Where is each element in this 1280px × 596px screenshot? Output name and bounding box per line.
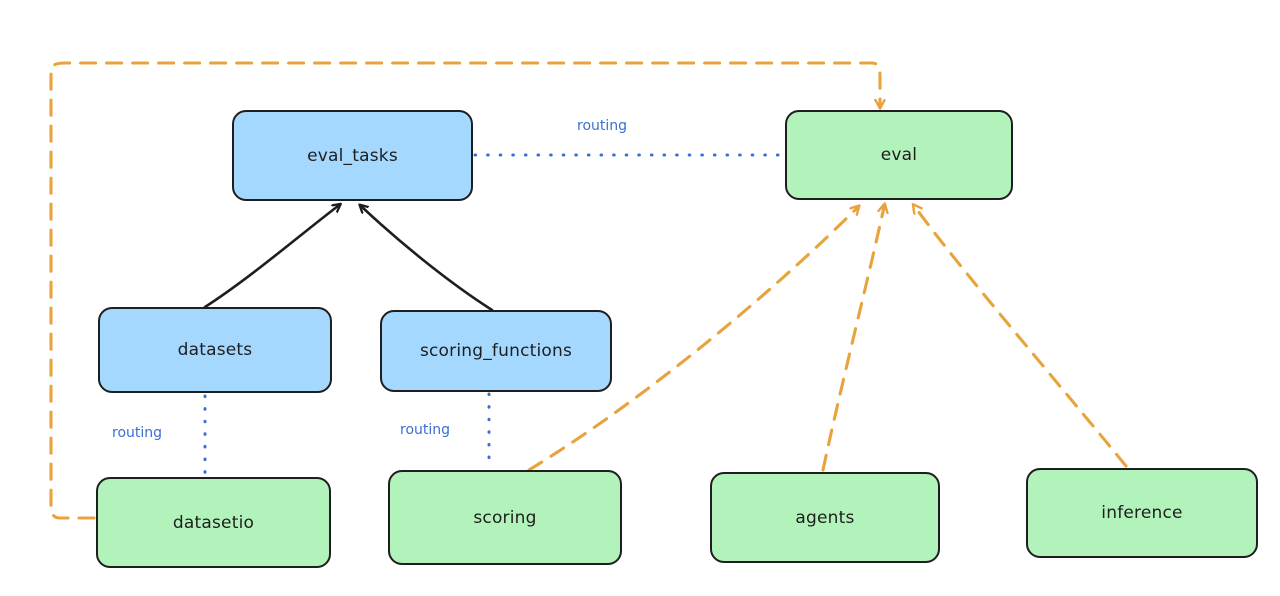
- node-label-datasetio: datasetio: [172, 512, 255, 533]
- node-inference[interactable]: inference: [1026, 468, 1258, 558]
- edge-scoring-functions-to-eval-tasks: [362, 207, 494, 312]
- node-label-datasets: datasets: [177, 340, 253, 360]
- node-label-scoring: scoring: [473, 507, 537, 528]
- edge-inference-to-eval: [915, 207, 1128, 468]
- node-label-eval-tasks: eval_tasks: [307, 145, 398, 166]
- node-label-agents: agents: [795, 507, 855, 528]
- node-agents[interactable]: agents: [710, 472, 940, 563]
- node-eval[interactable]: eval: [785, 110, 1013, 200]
- edge-datasets-to-eval-tasks: [203, 206, 338, 309]
- node-label-eval: eval: [880, 145, 918, 165]
- edge-agents-to-eval: [821, 207, 884, 472]
- node-label-scoring-functions: scoring_functions: [419, 341, 573, 361]
- node-datasets[interactable]: datasets: [98, 307, 332, 393]
- node-datasetio[interactable]: datasetio: [96, 477, 331, 568]
- node-scoring-functions[interactable]: scoring_functions: [380, 310, 612, 392]
- edge-label-routing-datasets: routing: [112, 425, 163, 441]
- node-eval-tasks[interactable]: eval_tasks: [232, 110, 473, 201]
- node-scoring[interactable]: scoring: [388, 470, 622, 565]
- node-label-inference: inference: [1101, 503, 1183, 523]
- edge-label-routing-eval-tasks: routing: [577, 118, 628, 134]
- edge-label-routing-scoring: routing: [400, 422, 451, 438]
